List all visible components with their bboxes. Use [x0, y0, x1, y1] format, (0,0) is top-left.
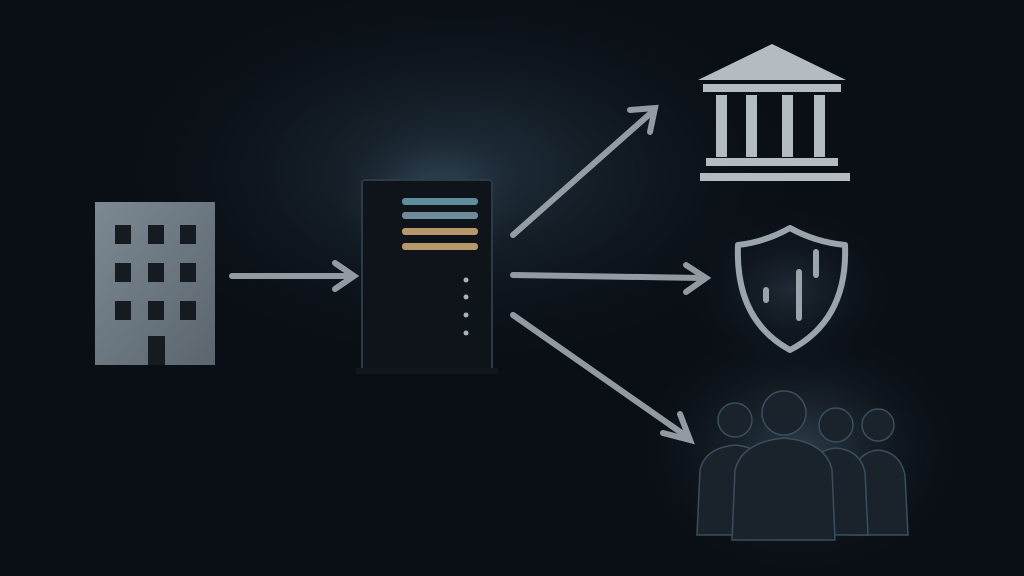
arrowhead-server-to-people — [660, 411, 695, 445]
arrowhead-building-to-server — [332, 260, 360, 292]
office-building-icon — [95, 202, 215, 365]
arrowhead-server-to-bank — [627, 104, 659, 135]
arrow-server-to-people — [510, 312, 689, 439]
arrowhead-server-to-shield — [683, 262, 712, 295]
bank-institution-icon — [698, 44, 850, 181]
shield-chart-icon — [734, 225, 849, 353]
server-rack-icon — [356, 179, 498, 374]
arrow-server-to-bank — [510, 109, 655, 238]
arrow-server-to-shield — [510, 272, 705, 281]
people-group-icon — [696, 390, 909, 541]
